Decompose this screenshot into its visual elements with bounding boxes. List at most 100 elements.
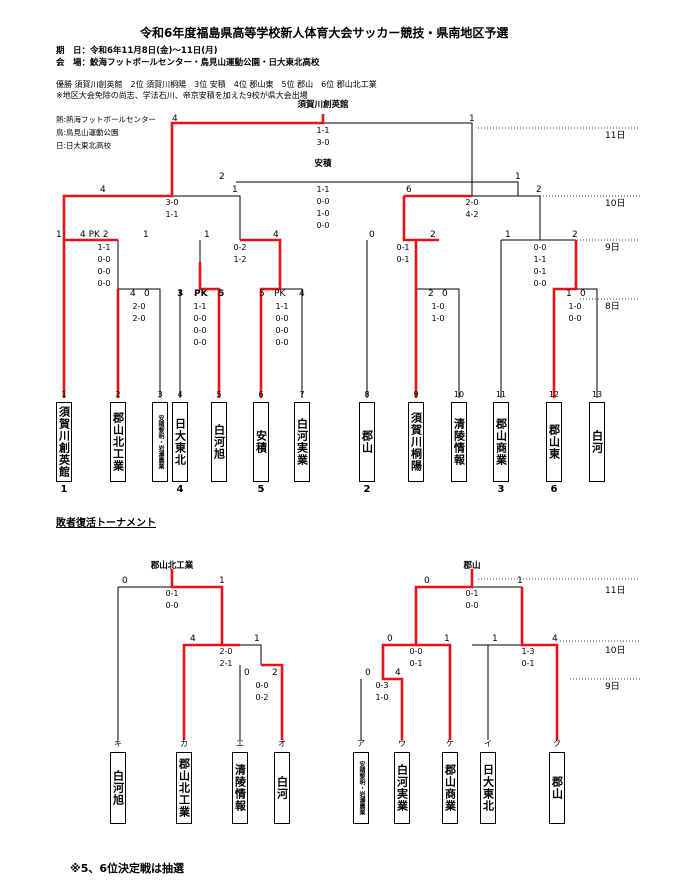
r1b-sc-1: 1-1 bbox=[193, 302, 207, 311]
r1c-sc-1: 1-1 bbox=[275, 302, 289, 311]
team-12-rank: 6 bbox=[550, 484, 558, 495]
third-score-4: 0-0 bbox=[316, 221, 330, 230]
sf-left-sc-2: 1-1 bbox=[165, 210, 179, 219]
qf4-l: 1 bbox=[505, 230, 511, 240]
sf-left-l: 4 bbox=[100, 185, 106, 195]
qf1-sc-2: 0-0 bbox=[97, 255, 111, 264]
r1d-sc-1: 1-0 bbox=[431, 302, 445, 311]
team-13-number: 13 bbox=[591, 390, 603, 399]
team-1-number: 1 bbox=[61, 390, 67, 399]
qf4-sc-3: 0-1 bbox=[533, 267, 547, 276]
rep-team-i-mark: イ bbox=[484, 739, 492, 748]
r1c-sc-2: 0-0 bbox=[275, 314, 289, 323]
r1a-sc-1: 2-0 bbox=[132, 302, 146, 311]
team-2-name: 郡山北工業 bbox=[111, 412, 125, 472]
venues-text: 会 場：鮫海フットボールセンター・鳥見山運動公園・日大東北高校 bbox=[56, 58, 320, 68]
venue-legend-1: 熱:熱海フットボールセンター bbox=[56, 115, 157, 124]
day-label-10: 10日 bbox=[605, 199, 626, 209]
team-11-number: 11 bbox=[495, 390, 507, 399]
rep-team-o-name: 白河 bbox=[275, 776, 289, 800]
team-9-number: 9 bbox=[413, 390, 419, 399]
rep-team-a-mark: ア bbox=[357, 739, 365, 748]
rep-left-r1-l: 0 bbox=[244, 668, 250, 678]
team-13-box: 白河 bbox=[589, 402, 605, 482]
team-7-number: 7 bbox=[299, 390, 305, 399]
r1b-sc-4: 0-0 bbox=[193, 338, 207, 347]
team-6-box: 安積 bbox=[253, 402, 269, 482]
rep-left-final-sc-1: 0-1 bbox=[165, 589, 179, 598]
team-12-box: 郡山東 bbox=[546, 402, 562, 482]
day-label-9: 9日 bbox=[605, 243, 620, 253]
team-7-box: 白河実業 bbox=[294, 402, 310, 482]
rep-team-u-box: 白河実業 bbox=[394, 752, 410, 824]
sf-right-r: 2 bbox=[536, 185, 542, 195]
qf4-r: 2 bbox=[572, 230, 578, 240]
rep-left-winner: 郡山北工業 bbox=[150, 561, 194, 571]
team-11-rank: 3 bbox=[497, 484, 505, 495]
rep-team-ku-name: 郡山 bbox=[550, 776, 564, 800]
rep-team-ki-mark: キ bbox=[114, 739, 122, 748]
team-7-name: 白河実業 bbox=[295, 418, 309, 466]
rep-left-r1-sc-1: 0-0 bbox=[255, 681, 269, 690]
qf1-l: 1 bbox=[56, 230, 62, 240]
sf-left-r: 1 bbox=[232, 185, 238, 195]
rep-right-r1-sc-1: 0-3 bbox=[375, 681, 389, 690]
qf1-sc-3: 0-0 bbox=[97, 267, 111, 276]
team-3-number: 3 bbox=[157, 390, 163, 399]
rep-left-final-sc-2: 0-0 bbox=[165, 601, 179, 610]
team-2-number: 2 bbox=[115, 390, 121, 399]
rep-right-semia-r: 1 bbox=[444, 634, 450, 644]
r1d-sc-2: 1-0 bbox=[431, 314, 445, 323]
team-12-number: 12 bbox=[548, 390, 560, 399]
qf3-sc-2: 0-1 bbox=[396, 255, 410, 264]
rep-right-r1-l: 0 bbox=[365, 668, 371, 678]
rep-right-semia-sc-1: 0-0 bbox=[409, 647, 423, 656]
day-label-11: 11日 bbox=[605, 131, 626, 141]
sf-left-sc-1: 3-0 bbox=[165, 198, 179, 207]
qf4-sc-1: 0-0 bbox=[533, 243, 547, 252]
sf-right-sc-1: 2-0 bbox=[465, 198, 479, 207]
qf3-l: 0 bbox=[369, 230, 375, 240]
rep-right-semib-sc-1: 1-3 bbox=[521, 647, 535, 656]
team-9-name: 須賀川桐陽 bbox=[409, 412, 423, 472]
sf-right-l: 6 bbox=[406, 185, 412, 195]
final-score-1: 1-1 bbox=[316, 126, 330, 135]
rep-team-ka-mark: カ bbox=[180, 739, 188, 748]
rep-team-o-box: 白河 bbox=[274, 752, 290, 824]
third-place-label: 安積 bbox=[314, 159, 332, 169]
rep-left-final-l: 0 bbox=[122, 576, 128, 586]
r1d-r: 0 bbox=[442, 289, 448, 299]
page-title: 令和6年度福島県高等学校新人体育大会サッカー競技・県南地区予選 bbox=[140, 26, 509, 40]
team-5-box: 白河旭 bbox=[211, 402, 227, 482]
r1a-r: 0 bbox=[144, 289, 150, 299]
team-4-box: 日大東北 bbox=[172, 402, 188, 482]
results-text: 優勝 須賀川創英館 2位 須賀川桐陽 3位 安積 4位 郡山東 5位 郡山 6位… bbox=[56, 80, 377, 89]
team-8-number: 8 bbox=[364, 390, 370, 399]
team-1-box: 須賀川創英館 bbox=[56, 402, 72, 482]
team-8-name: 郡山 bbox=[360, 430, 374, 454]
r1b-sc-2: 0-0 bbox=[193, 314, 207, 323]
rep-left-semi-r: 1 bbox=[254, 634, 260, 644]
rep-team-u-mark: ウ bbox=[398, 739, 406, 748]
team-8-box: 郡山 bbox=[359, 402, 375, 482]
final-right-score: 1 bbox=[469, 114, 475, 124]
rep-left-semi-sc-2: 2-1 bbox=[219, 659, 233, 668]
team-2-box: 郡山北工業 bbox=[110, 402, 126, 482]
team-4-number: 4 bbox=[177, 390, 183, 399]
r1b-r: 5 bbox=[218, 289, 225, 299]
day-label-8: 8日 bbox=[605, 302, 620, 312]
r1c-sc-3: 0-0 bbox=[275, 326, 289, 335]
r1a-sc-2: 2-0 bbox=[132, 314, 146, 323]
qf2-r: 4 bbox=[273, 230, 279, 240]
team-5-name: 白河旭 bbox=[212, 424, 226, 460]
team-11-name: 郡山商業 bbox=[494, 418, 508, 466]
qf1-sc-1: 1-1 bbox=[97, 243, 111, 252]
rep-team-o-mark: オ bbox=[278, 739, 286, 748]
team-6-rank: 5 bbox=[257, 484, 265, 495]
footer-note: ※5、6位決定戦は抽選 bbox=[70, 862, 185, 875]
team-3-name: 安積黎明・岩瀬農業 bbox=[157, 415, 164, 469]
sf-right-sc-2: 4-2 bbox=[465, 210, 479, 219]
rep-right-final-sc-2: 0-0 bbox=[465, 601, 479, 610]
qf2-sc-2: 1-2 bbox=[233, 255, 247, 264]
